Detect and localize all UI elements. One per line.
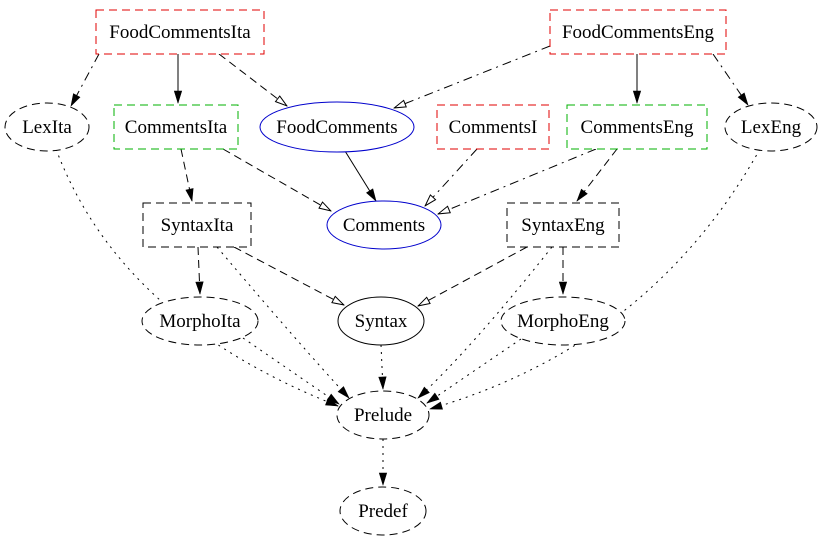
node-comments-eng-shape bbox=[566, 104, 708, 150]
node-food-comments-eng-shape bbox=[549, 9, 727, 55]
node-food-comments-label: FoodComments bbox=[276, 117, 397, 138]
node-lex-ita: LexIta bbox=[4, 102, 90, 152]
edge-syntaxita-prelude bbox=[216, 246, 349, 398]
edge-foodcommentsita-lexita bbox=[71, 53, 100, 106]
edge-foodcommentseng-foodcomments bbox=[394, 45, 551, 108]
node-predef-shape bbox=[339, 486, 427, 536]
edge-foodcommentsita-foodcomments bbox=[218, 53, 287, 106]
node-syntax-label: Syntax bbox=[355, 311, 408, 332]
edge-syntaxita-morphoita bbox=[198, 246, 200, 294]
node-morpho-ita-shape bbox=[141, 296, 259, 346]
node-comments-shape bbox=[326, 200, 442, 250]
edges-layer bbox=[55, 45, 761, 485]
node-lex-eng-shape bbox=[724, 102, 818, 152]
nodes-layer: FoodCommentsIta FoodCommentsEng LexIta C… bbox=[4, 9, 818, 536]
edge-syntaxeng-syntax bbox=[418, 246, 528, 306]
node-syntax-eng: SyntaxEng bbox=[506, 202, 620, 248]
node-syntax-eng-label: SyntaxEng bbox=[521, 215, 605, 236]
edge-syntaxeng-prelude bbox=[418, 246, 553, 398]
node-syntax-eng-shape bbox=[506, 202, 620, 248]
node-prelude-shape bbox=[336, 390, 430, 440]
node-comments-ita-label: CommentsIta bbox=[125, 117, 228, 138]
edge-morphoita-prelude bbox=[242, 337, 339, 404]
node-comments-label: Comments bbox=[343, 215, 425, 236]
node-morpho-eng-label: MorphoEng bbox=[517, 311, 609, 332]
node-food-comments-ita-label: FoodCommentsIta bbox=[109, 22, 251, 43]
edge-lexeng-prelude bbox=[430, 148, 761, 409]
edge-commentsita-syntaxita bbox=[180, 148, 192, 201]
node-morpho-eng-shape bbox=[500, 296, 626, 346]
edge-commentseng-syntaxeng bbox=[577, 148, 618, 201]
node-food-comments-eng-label: FoodCommentsEng bbox=[562, 22, 715, 43]
node-prelude-label: Prelude bbox=[354, 405, 412, 426]
node-syntax-ita-label: SyntaxIta bbox=[161, 215, 234, 236]
node-comments-i-shape bbox=[436, 104, 550, 150]
node-predef: Predef bbox=[339, 486, 427, 536]
node-syntax-shape bbox=[337, 296, 425, 346]
node-comments-i-label: CommentsI bbox=[449, 117, 538, 138]
edge-morphoeng-prelude bbox=[427, 338, 522, 403]
node-food-comments-shape bbox=[259, 101, 415, 153]
edge-commentseng-comments bbox=[438, 148, 597, 214]
edge-syntaxita-syntax bbox=[233, 246, 344, 305]
node-food-comments-ita: FoodCommentsIta bbox=[95, 9, 265, 55]
node-comments-eng-label: CommentsEng bbox=[581, 117, 694, 138]
node-food-comments-eng: FoodCommentsEng bbox=[549, 9, 727, 55]
node-comments: Comments bbox=[326, 200, 442, 250]
node-lex-eng: LexEng bbox=[724, 102, 818, 152]
node-comments-i: CommentsI bbox=[436, 104, 550, 150]
edge-foodcommentseng-lexeng bbox=[712, 53, 748, 105]
edge-lexita-prelude bbox=[55, 148, 338, 407]
node-food-comments: FoodComments bbox=[259, 101, 415, 153]
node-morpho-ita-label: MorphoIta bbox=[159, 311, 241, 332]
node-lex-ita-label: LexIta bbox=[22, 117, 72, 138]
node-morpho-eng: MorphoEng bbox=[500, 296, 626, 346]
edge-commentsita-comments bbox=[222, 148, 331, 211]
node-predef-label: Predef bbox=[358, 501, 408, 522]
node-morpho-ita: MorphoIta bbox=[141, 296, 259, 346]
node-comments-ita-shape bbox=[113, 104, 239, 150]
node-syntax-ita-shape bbox=[142, 202, 252, 248]
node-comments-ita: CommentsIta bbox=[113, 104, 239, 150]
node-syntax-ita: SyntaxIta bbox=[142, 202, 252, 248]
edge-commentsi-comments bbox=[425, 148, 478, 206]
node-prelude: Prelude bbox=[336, 390, 430, 440]
edge-syntax-prelude bbox=[381, 344, 383, 389]
node-syntax: Syntax bbox=[337, 296, 425, 346]
node-food-comments-ita-shape bbox=[95, 9, 265, 55]
edge-foodcomments-comments bbox=[344, 150, 376, 201]
node-lex-eng-label: LexEng bbox=[741, 117, 802, 138]
node-comments-eng: CommentsEng bbox=[566, 104, 708, 150]
node-lex-ita-shape bbox=[4, 102, 90, 152]
